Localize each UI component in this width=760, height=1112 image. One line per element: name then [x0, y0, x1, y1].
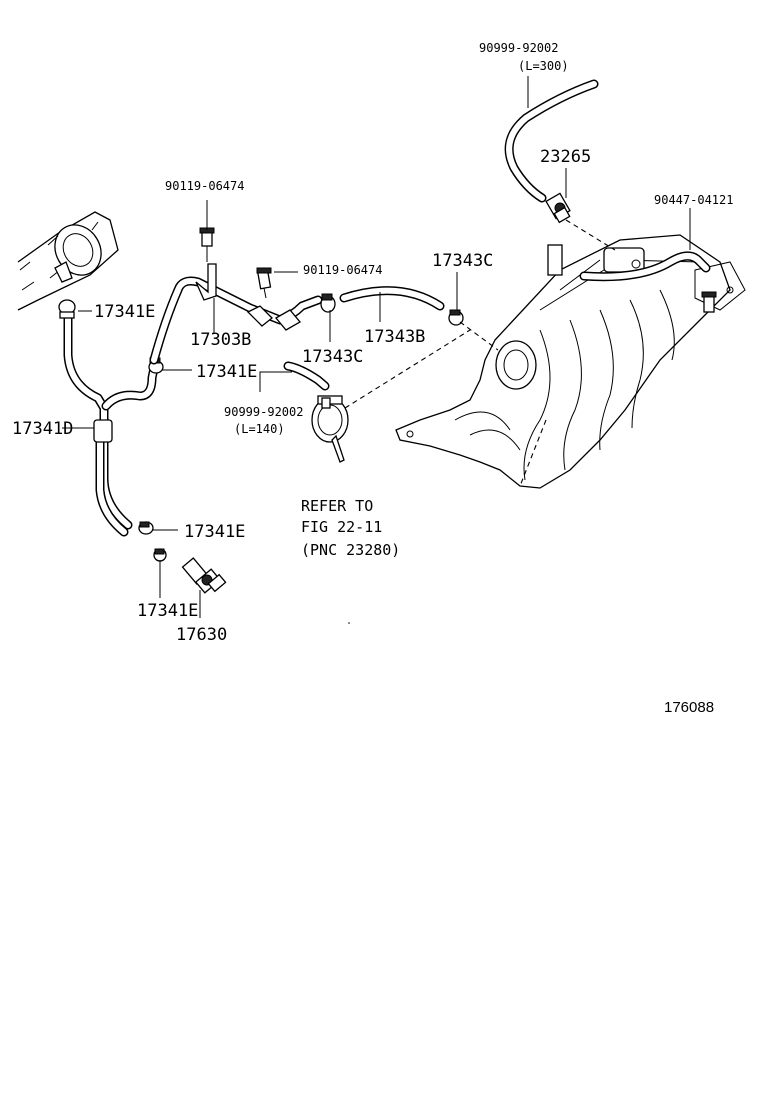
- hose-17343b: [339, 286, 445, 311]
- bracket-pipe-17303b: [149, 263, 323, 365]
- label-refer-pnc: (PNC 23280): [301, 541, 400, 559]
- label-90447-04121: 90447-04121: [654, 193, 733, 207]
- label-23265: 23265: [540, 147, 591, 167]
- clamp-17343c-middle: [320, 293, 336, 313]
- vacuum-switching-valve-17630: [181, 557, 227, 594]
- intake-manifold: [395, 234, 746, 489]
- bolt-90119-06474-middle: [256, 267, 272, 299]
- clamp-17341e-lower: [138, 521, 154, 535]
- clamp-17343c-right: [448, 309, 464, 326]
- label-refer-to: REFER TO: [301, 497, 373, 515]
- label-17343c-right: 17343C: [432, 251, 493, 271]
- label-hose-top-length: (L=300): [518, 59, 569, 73]
- hose-90999-92002-l300: [504, 79, 599, 203]
- label-90119-06474-top: 90119-06474: [165, 179, 244, 193]
- label-hose-mid-part: 90999-92002: [224, 405, 303, 419]
- label-17341e-lower: 17341E: [184, 522, 245, 542]
- assembly-lines: [344, 219, 616, 487]
- bolt-90119-06474-top: [199, 227, 215, 262]
- clamp-17341e-upper: [58, 299, 76, 319]
- label-17303b: 17303B: [190, 330, 251, 350]
- check-valve-23265: [545, 192, 571, 224]
- label-90119-06474-middle: 90119-06474: [303, 263, 382, 277]
- label-17630: 17630: [176, 625, 227, 645]
- label-17343b: 17343B: [364, 327, 425, 347]
- clamp-17341e-bottom: [153, 548, 167, 562]
- pressure-regulator: [311, 395, 349, 463]
- hose-90447-04121: [579, 251, 711, 282]
- label-hose-top-part: 90999-92002: [479, 41, 558, 55]
- label-17341e-upper: 17341E: [94, 302, 155, 322]
- figure-id: 176088: [664, 699, 714, 716]
- hose-90999-92002-l140: [283, 361, 330, 391]
- bolt-90447-04121: [701, 291, 717, 313]
- vacuum-hose-17341d: [63, 313, 159, 537]
- label-17341e-bottom: 17341E: [137, 601, 198, 621]
- label-17343c-middle: 17343C: [302, 347, 363, 367]
- stray-dot: [348, 622, 350, 624]
- leader-lines: [62, 76, 691, 618]
- label-refer-fig: FIG 22-11: [301, 518, 382, 536]
- label-17341d: 17341D: [12, 419, 73, 439]
- label-17341e-middle: 17341E: [196, 362, 257, 382]
- label-hose-mid-length: (L=140): [234, 422, 285, 436]
- air-intake-duct: [17, 211, 119, 311]
